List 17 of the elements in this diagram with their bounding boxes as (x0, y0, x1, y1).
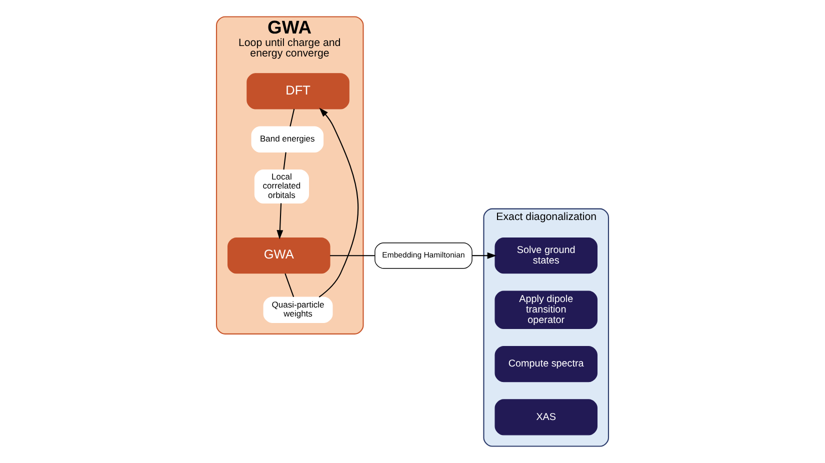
node-box: Band energies (251, 126, 324, 152)
node-box: Embedding Hamiltonian (374, 242, 472, 269)
arrow (276, 203, 284, 240)
node-box: Apply dipole transition operator (494, 290, 598, 329)
connector (284, 273, 294, 297)
arrow (472, 252, 497, 259)
connector (330, 255, 375, 256)
connector (283, 152, 286, 170)
node-box: Compute spectra (494, 346, 598, 382)
node-box: XAS (494, 399, 598, 436)
node-box: Local correlated orbitals (254, 169, 309, 204)
node-box: Solve ground states (494, 238, 598, 274)
node-box: GWA (228, 238, 330, 274)
connector (290, 108, 295, 126)
node-box: DFT (246, 73, 350, 110)
arrow (318, 108, 359, 298)
node-box: Quasi-particle weights (263, 296, 333, 323)
